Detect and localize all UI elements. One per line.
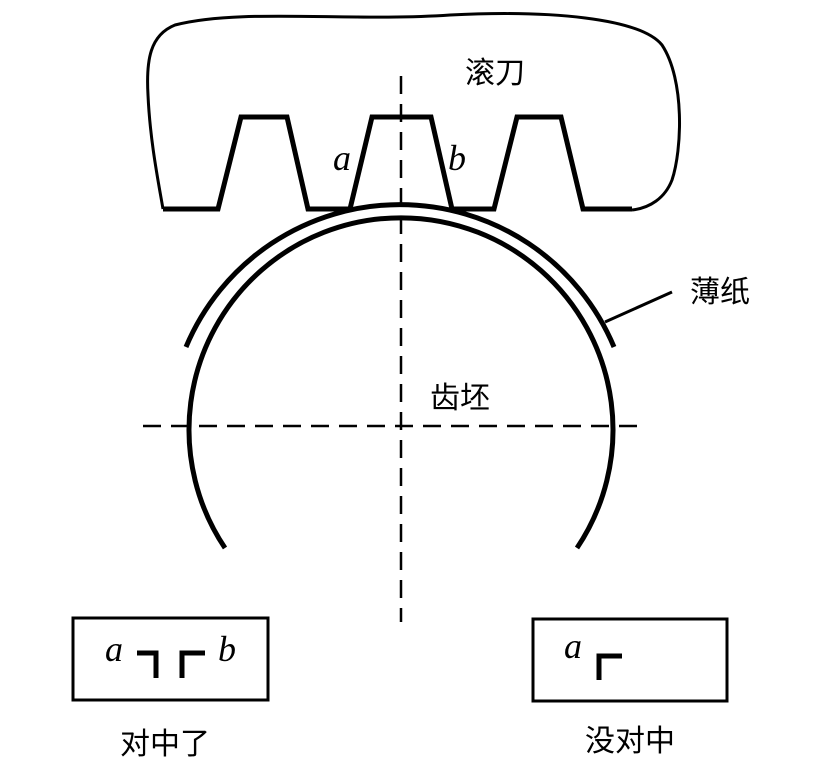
centered-right-mark — [179, 650, 205, 678]
not-centered-result-panel: a — [531, 617, 729, 703]
centered-result-box — [71, 616, 270, 702]
hob-body-outline — [146, 12, 681, 212]
centered-box-b-label: b — [218, 629, 236, 669]
not-centered-box-a-label: a — [564, 626, 582, 666]
tooth-side-a-label: a — [333, 138, 351, 178]
thin-paper-leader-line — [604, 290, 673, 324]
hob-label: 滚刀 — [465, 56, 525, 91]
not-centered-mark — [596, 653, 622, 680]
centered-caption: 对中了 — [120, 727, 210, 762]
thin-paper-arc — [183, 202, 617, 348]
hob-teeth-profile — [163, 114, 632, 212]
not-centered-caption: 没对中 — [585, 724, 675, 759]
centered-result-panel: a b — [71, 616, 270, 702]
centered-box-a-label: a — [105, 629, 123, 669]
not-centered-result-box — [531, 617, 729, 703]
gear-blank-label: 齿坯 — [430, 381, 490, 416]
centered-left-mark — [137, 650, 159, 678]
gear-blank-arc — [186, 215, 616, 550]
tooth-side-b-label: b — [448, 138, 466, 178]
thin-paper-label: 薄纸 — [690, 275, 750, 310]
